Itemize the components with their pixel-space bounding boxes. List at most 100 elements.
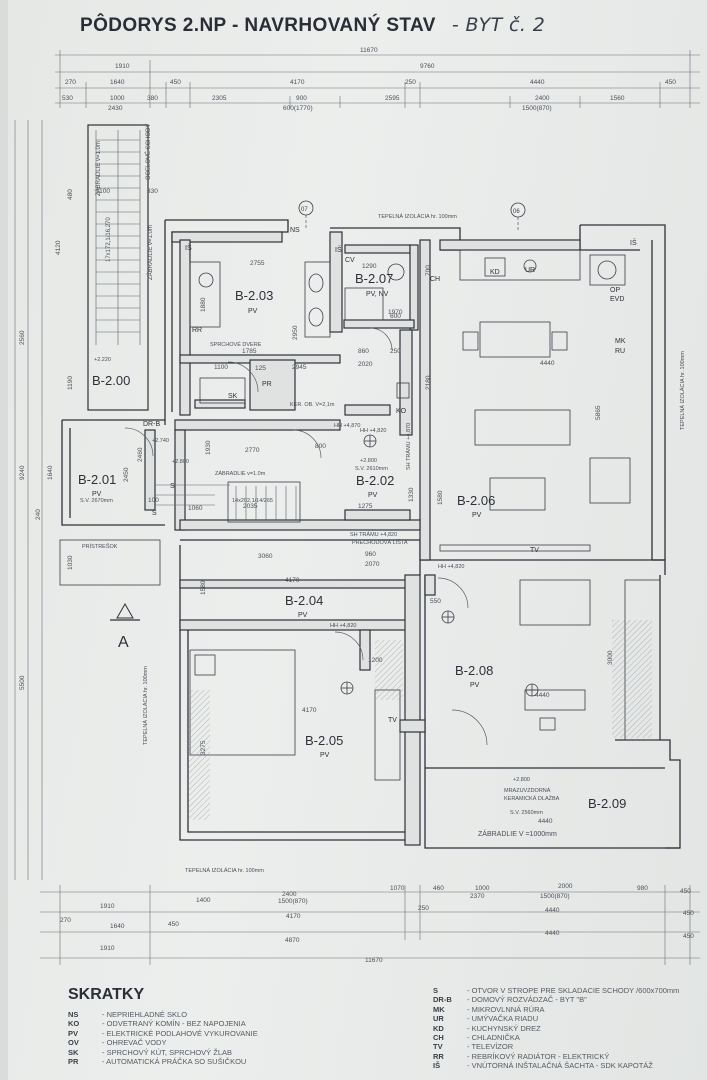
inner-dimensions: 2755 1290 1880 2950 1785 2945 860 250 60… — [123, 260, 614, 825]
door-swings — [124, 327, 488, 746]
svg-text:1000: 1000 — [475, 885, 490, 892]
svg-text:TEPELNÁ IZOLÁCIA hr. 100mm: TEPELNÁ IZOLÁCIA hr. 100mm — [142, 666, 149, 745]
svg-text:KERAMICKÁ DLAŽBA: KERAMICKÁ DLAŽBA — [504, 794, 560, 802]
top-dimension-labels: 11670 1910 9760 270 1640 450 4170 250 44… — [62, 47, 676, 112]
svg-text:450: 450 — [170, 79, 181, 86]
svg-text:380: 380 — [147, 95, 158, 102]
svg-text:HH +4,820: HH +4,820 — [330, 623, 356, 629]
svg-text:1500(870): 1500(870) — [522, 105, 552, 112]
room-B-2.00: B-2.00 — [92, 373, 130, 388]
svg-text:2460: 2460 — [137, 447, 144, 462]
section-marker: A — [110, 602, 140, 651]
svg-text:2945: 2945 — [292, 364, 307, 371]
svg-text:TV: TV — [388, 717, 397, 724]
svg-text:PV: PV — [472, 512, 482, 519]
svg-text:2180: 2180 — [425, 375, 432, 390]
svg-text:2450: 2450 — [123, 467, 130, 482]
axis-marker-07: 07 — [301, 207, 308, 213]
svg-text:PV: PV — [248, 308, 258, 315]
svg-text:HH +4,820: HH +4,820 — [360, 428, 386, 434]
svg-text:ZÁBRADLIE v=1.0m: ZÁBRADLIE v=1.0m — [215, 470, 266, 477]
svg-text:S: S — [152, 510, 157, 517]
svg-text:IŠ: IŠ — [335, 245, 342, 254]
svg-text:1930: 1930 — [205, 440, 212, 455]
svg-text:4440: 4440 — [530, 79, 545, 86]
top-dimension-lines — [55, 50, 700, 108]
svg-text:3000: 3000 — [607, 650, 614, 665]
svg-text:2950: 2950 — [292, 325, 299, 340]
svg-text:330: 330 — [147, 188, 158, 195]
svg-text:5865: 5865 — [595, 405, 602, 420]
svg-text:270: 270 — [60, 917, 71, 924]
abbr-row: PR- AUTOMATICKÁ PRÁČKA SO SUŠIČKOU — [68, 1057, 247, 1067]
svg-text:PV: PV — [298, 612, 308, 619]
svg-text:4440: 4440 — [535, 692, 550, 699]
room-B-2.04: B-2.04 — [285, 593, 323, 608]
svg-text:1060: 1060 — [188, 505, 203, 512]
svg-text:4440: 4440 — [538, 818, 553, 825]
fixture-tags: IŠ NS IŠ IŠ CV CH KD UR OP EVD MK RU RR … — [143, 227, 637, 724]
abbr-row: SK- SPRCHOVÝ KÚT, SPRCHOVÝ ŽLAB — [68, 1047, 233, 1057]
svg-text:SPRCHOVÉ DVERE: SPRCHOVÉ DVERE — [210, 341, 262, 348]
svg-text:1580: 1580 — [200, 580, 207, 595]
svg-text:NS: NS — [290, 227, 300, 234]
svg-text:S.V. 2560mm: S.V. 2560mm — [510, 810, 543, 816]
svg-text:SH TRÁMU +4,870: SH TRÁMU +4,870 — [405, 423, 412, 470]
svg-text:250: 250 — [418, 905, 429, 912]
axis-markers: 07 06 — [298, 200, 526, 230]
abbr-row: TV- TELEVÍZOR — [433, 1042, 514, 1052]
svg-text:250: 250 — [390, 348, 401, 355]
svg-text:4440: 4440 — [545, 930, 560, 937]
abbr-row: S- OTVOR V STROPE PRE SKLADACIE SCHODY /… — [433, 986, 680, 995]
drawing-title: PÔDORYS 2.NP - NAVRHOVANÝ STAV - BYT č. 2 — [80, 14, 545, 37]
abbr-row: UR- UMÝVAČKA RIADU — [433, 1014, 539, 1024]
svg-text:2770: 2770 — [245, 447, 260, 454]
abbr-row: RR- REBRÍKOVÝ RADIÁTOR - ELEKTRICKÝ — [433, 1051, 610, 1061]
svg-text:RU: RU — [615, 348, 625, 355]
svg-text:+2.800: +2.800 — [513, 777, 530, 783]
svg-text:17x172,1/16,270: 17x172,1/16,270 — [106, 217, 112, 262]
svg-text:550: 550 — [430, 598, 441, 605]
svg-text:CH: CH — [430, 276, 440, 283]
abbr-row: DR-B- DOMOVÝ ROZVÁDZAČ - BYT "B" — [433, 995, 587, 1005]
svg-text:HH +4,820: HH +4,820 — [438, 564, 464, 570]
exterior-stair: ZÁBRADLIE v=1.0m ZÁBRADLIE v=1.0m 17x172… — [87, 124, 158, 411]
svg-text:1500(870): 1500(870) — [540, 893, 570, 900]
svg-text:2400: 2400 — [535, 95, 550, 102]
svg-text:450: 450 — [683, 933, 694, 940]
abbreviations-right: S- OTVOR V STROPE PRE SKLADACIE SCHODY /… — [433, 986, 679, 1071]
svg-text:700: 700 — [425, 265, 432, 276]
svg-text:+2.220: +2.220 — [94, 357, 111, 363]
svg-text:2305: 2305 — [212, 95, 227, 102]
svg-text:1070: 1070 — [390, 885, 405, 892]
svg-text:5500: 5500 — [19, 675, 26, 690]
abbr-row: KO- ODVETRANÝ KOMÍN - BEZ NAPOJENIA — [68, 1019, 246, 1029]
abbr-row: IŠ- VNÚTORNÁ INŠTALAČNÁ ŠACHTA - SDK KAP… — [433, 1061, 653, 1071]
abbr-row: KD- KUCHYNSKÝ DREZ — [433, 1023, 541, 1033]
svg-text:2370: 2370 — [470, 893, 485, 900]
svg-text:4170: 4170 — [290, 79, 305, 86]
svg-text:1030: 1030 — [67, 555, 74, 570]
svg-text:PRÍSTREŠOK: PRÍSTREŠOK — [82, 543, 118, 550]
room-B-2.09: B-2.09 — [588, 796, 626, 811]
svg-text:2035: 2035 — [243, 503, 258, 510]
svg-text:MRAZUVZDORNÁ: MRAZUVZDORNÁ — [504, 787, 551, 794]
svg-text:4120: 4120 — [55, 240, 62, 255]
svg-text:4170: 4170 — [286, 913, 301, 920]
svg-text:2400: 2400 — [282, 891, 297, 898]
svg-text:1500(870): 1500(870) — [278, 898, 308, 905]
svg-text:900: 900 — [296, 95, 307, 102]
svg-text:11670: 11670 — [360, 47, 378, 54]
drawing-title-text: PÔDORYS 2.NP - NAVRHOVANÝ STAV — [80, 15, 436, 36]
abbr-row: CH- CHLADNIČKA — [433, 1033, 520, 1043]
svg-text:3060: 3060 — [258, 553, 273, 560]
svg-text:1200: 1200 — [368, 657, 383, 664]
svg-text:PRECHODOVÁ LIŠTA: PRECHODOVÁ LIŠTA — [352, 539, 408, 546]
svg-text:ZÁBRADLIE v=1.0m: ZÁBRADLIE v=1.0m — [95, 141, 102, 196]
svg-text:1880: 1880 — [200, 297, 207, 312]
handwritten-title: - BYT č. 2 — [451, 14, 546, 36]
svg-text:TEPELNÁ IZOLÁCIA hr. 100mm: TEPELNÁ IZOLÁCIA hr. 100mm — [378, 213, 457, 220]
svg-text:125: 125 — [255, 365, 266, 372]
svg-text:1580: 1580 — [437, 490, 444, 505]
abbreviations-title: SKRATKY — [68, 986, 145, 1003]
